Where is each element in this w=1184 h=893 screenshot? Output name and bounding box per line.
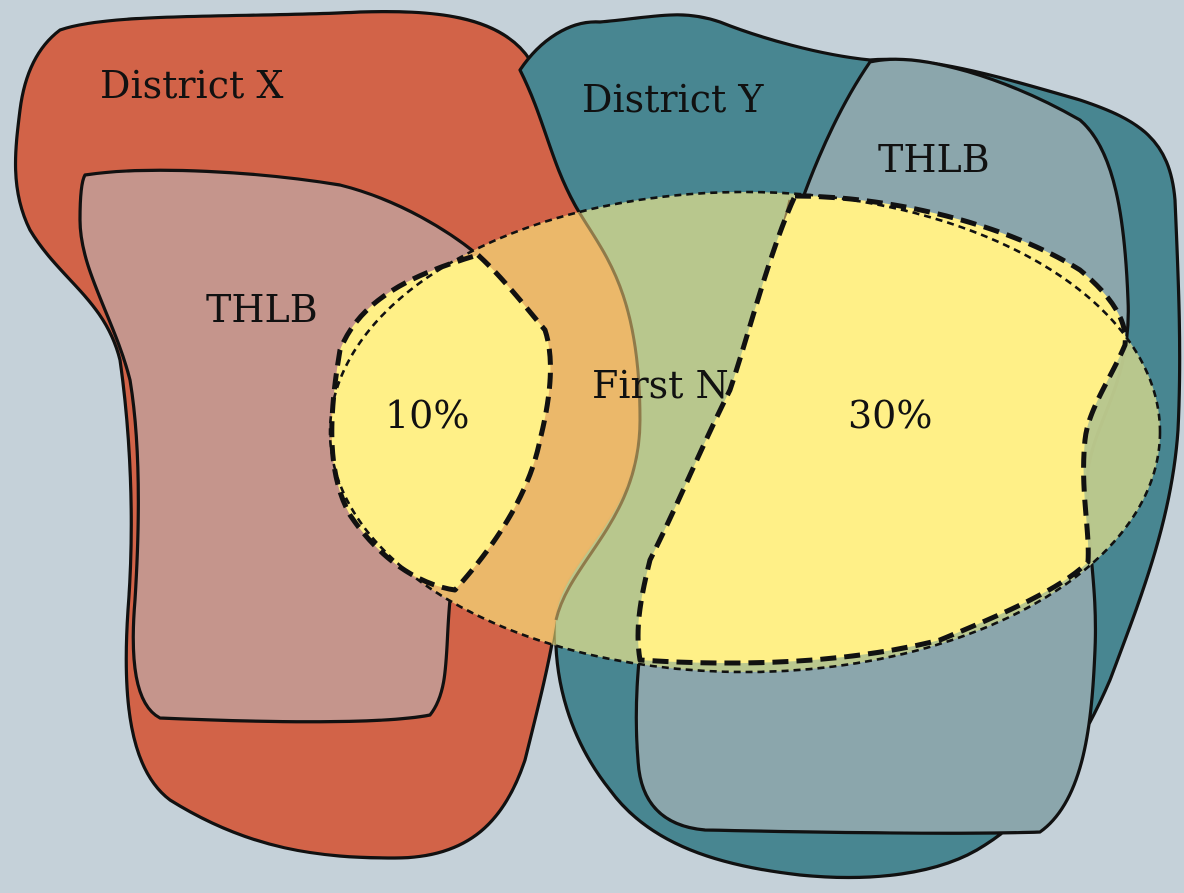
percent-y-label: 30% [848, 393, 932, 437]
district-y-label: District Y [582, 77, 764, 121]
overlap-thlb-x-region [329, 252, 553, 593]
first-nation-label: First N [592, 363, 729, 407]
district-boundary-line [554, 204, 642, 621]
percent-x-label: 10% [385, 393, 469, 437]
thlb-x-label: THLB [206, 287, 318, 331]
first-nation-boundary [328, 190, 1162, 674]
overlap-thlb-y-region [635, 193, 1128, 666]
thlb-y-label: THLB [878, 137, 990, 181]
district-x-label: District X [100, 63, 283, 107]
